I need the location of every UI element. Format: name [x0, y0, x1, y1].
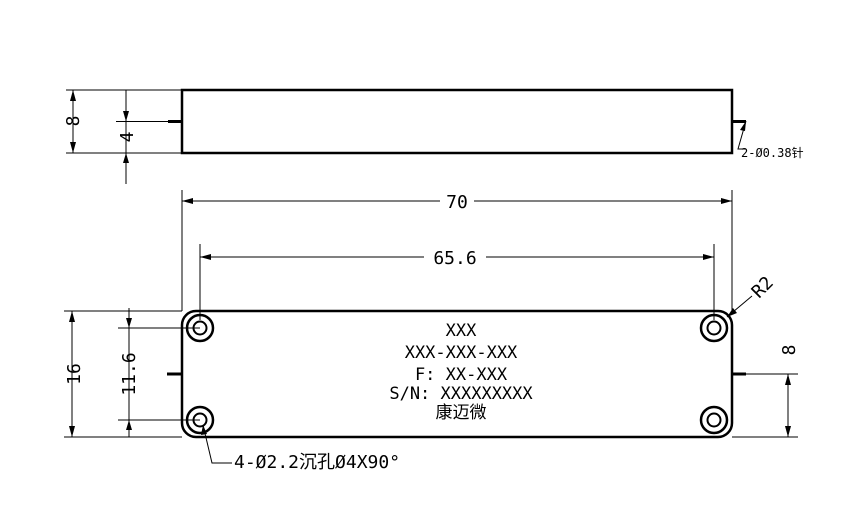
pin-offset-dimension: 8: [779, 345, 800, 356]
pin-note: 2-Ø0.38针: [741, 145, 804, 160]
hole-spacing-x-dimension: 65.6: [433, 248, 476, 269]
label-line-3: F: XX-XXX: [415, 365, 508, 385]
top-view: 70 65.6 R2 16 11.6 8: [64, 190, 800, 473]
hole-note: 4-Ø2.2沉孔Ø4X90°: [234, 452, 400, 473]
label-line-1: XXX: [446, 321, 477, 341]
pin-height-dimension: 4: [117, 132, 138, 143]
overall-length-dimension: 70: [446, 192, 468, 213]
side-view-body: [180, 88, 734, 155]
mounting-hole-bottom-right: [699, 405, 729, 435]
label-line-4: S/N: XXXXXXXXX: [389, 384, 533, 404]
label-line-2: XXX-XXX-XXX: [405, 343, 518, 363]
overall-width-dimension: 16: [64, 363, 85, 385]
side-height-dimension: 8: [63, 116, 84, 127]
side-view: 8 4 2-Ø0.38针: [63, 88, 804, 184]
label-line-5: 康迈微: [436, 403, 487, 423]
corner-radius-label: R2: [748, 272, 778, 302]
hole-spacing-y-dimension: 11.6: [119, 352, 140, 395]
product-label: XXX XXX-XXX-XXX F: XX-XXX S/N: XXXXXXXXX…: [389, 321, 533, 423]
